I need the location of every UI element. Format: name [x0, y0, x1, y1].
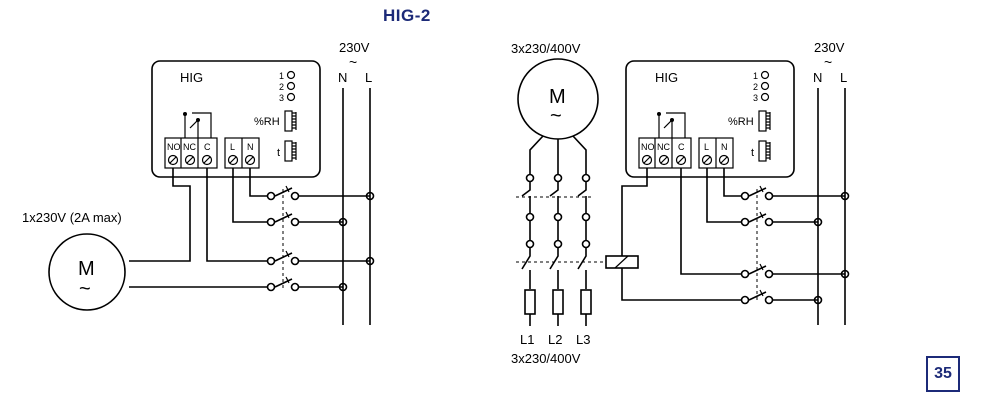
right-motor-ac: ~ — [550, 105, 562, 127]
screw-icon — [227, 154, 239, 166]
terminal-label-l: L — [704, 142, 709, 152]
left-humidity-label: %RH — [254, 116, 280, 128]
right-controller-box — [625, 60, 795, 178]
screw-icon — [167, 154, 179, 166]
left-rail-n-label: N — [338, 70, 347, 85]
left-motor-letter: M — [78, 258, 95, 280]
right-led-label-2: 2 — [753, 82, 758, 92]
terminal-label-nc: NC — [183, 142, 196, 152]
time-dial-icon — [758, 140, 767, 162]
terminal-label-n: N — [721, 142, 728, 152]
right-supply-voltage: 230V — [814, 40, 845, 55]
right-terminal-block: NO NC C L N — [638, 137, 734, 169]
left-led-label-3: 3 — [279, 93, 284, 103]
humidity-dial-icon — [758, 110, 767, 132]
screw-icon — [641, 154, 653, 166]
time-dial-icon — [284, 140, 293, 162]
terminal-label-l: L — [230, 142, 235, 152]
screw-icon — [201, 154, 213, 166]
screw-icon — [675, 154, 687, 166]
right-device-label: HIG — [655, 70, 678, 85]
left-led-label-1: 1 — [279, 71, 284, 81]
left-motor-ac: ~ — [79, 278, 91, 300]
fuse-icons — [524, 289, 592, 326]
page-title: HIG-2 — [383, 6, 431, 25]
led-1-icon — [286, 70, 296, 80]
led-2-icon — [286, 81, 296, 91]
led-3-icon — [286, 92, 296, 102]
right-led-label-3: 3 — [753, 93, 758, 103]
left-led-label-2: 2 — [279, 82, 284, 92]
terminal-label-c: C — [678, 142, 685, 152]
screw-icon — [244, 154, 256, 166]
terminal-label-no: NO — [641, 142, 655, 152]
phase-l2-label: L2 — [548, 332, 562, 347]
terminal-label-n: N — [247, 142, 254, 152]
humidity-dial-icon — [284, 110, 293, 132]
left-controller-box — [151, 60, 321, 178]
single-phase-motor-icon — [48, 233, 126, 311]
led-1-icon — [760, 70, 770, 80]
screw-icon — [718, 154, 730, 166]
left-motor-rating: 1x230V (2A max) — [22, 210, 122, 225]
phase-l1-label: L1 — [520, 332, 534, 347]
contactor-icon — [516, 173, 606, 289]
right-time-label: t — [751, 147, 754, 159]
left-device-label: HIG — [180, 70, 203, 85]
screw-icon — [184, 154, 196, 166]
screw-icon — [701, 154, 713, 166]
right-rail-n-label: N — [813, 70, 822, 85]
right-motor-rating: 3x230/400V — [511, 41, 581, 56]
left-ac-symbol: ~ — [349, 54, 357, 70]
led-3-icon — [760, 92, 770, 102]
right-switch-group — [740, 185, 850, 305]
left-diagram: HIG 1 2 3 %RH t NO NC C — [22, 40, 375, 325]
right-led-label-1: 1 — [753, 71, 758, 81]
screw-icon — [658, 154, 670, 166]
right-supply-bottom: 3x230/400V — [511, 351, 581, 366]
phase-l3-label: L3 — [576, 332, 590, 347]
right-humidity-label: %RH — [728, 116, 754, 128]
terminal-label-nc: NC — [657, 142, 670, 152]
terminal-label-c: C — [204, 142, 211, 152]
terminal-label-no: NO — [167, 142, 181, 152]
right-motor-letter: M — [549, 86, 566, 108]
right-led-indicators: 1 2 3 — [753, 70, 770, 103]
left-rail-l-label: L — [365, 70, 372, 85]
left-time-label: t — [277, 147, 280, 159]
right-rail-l-label: L — [840, 70, 847, 85]
left-switch-group — [266, 185, 375, 292]
right-diagram: 3x230/400V M ~ — [511, 40, 850, 366]
led-2-icon — [760, 81, 770, 91]
right-ac-symbol: ~ — [824, 54, 832, 70]
page-number: 35 — [926, 356, 960, 392]
left-terminal-block: NO NC C L N — [164, 137, 260, 169]
left-led-indicators: 1 2 3 — [279, 70, 296, 103]
left-supply-voltage: 230V — [339, 40, 370, 55]
